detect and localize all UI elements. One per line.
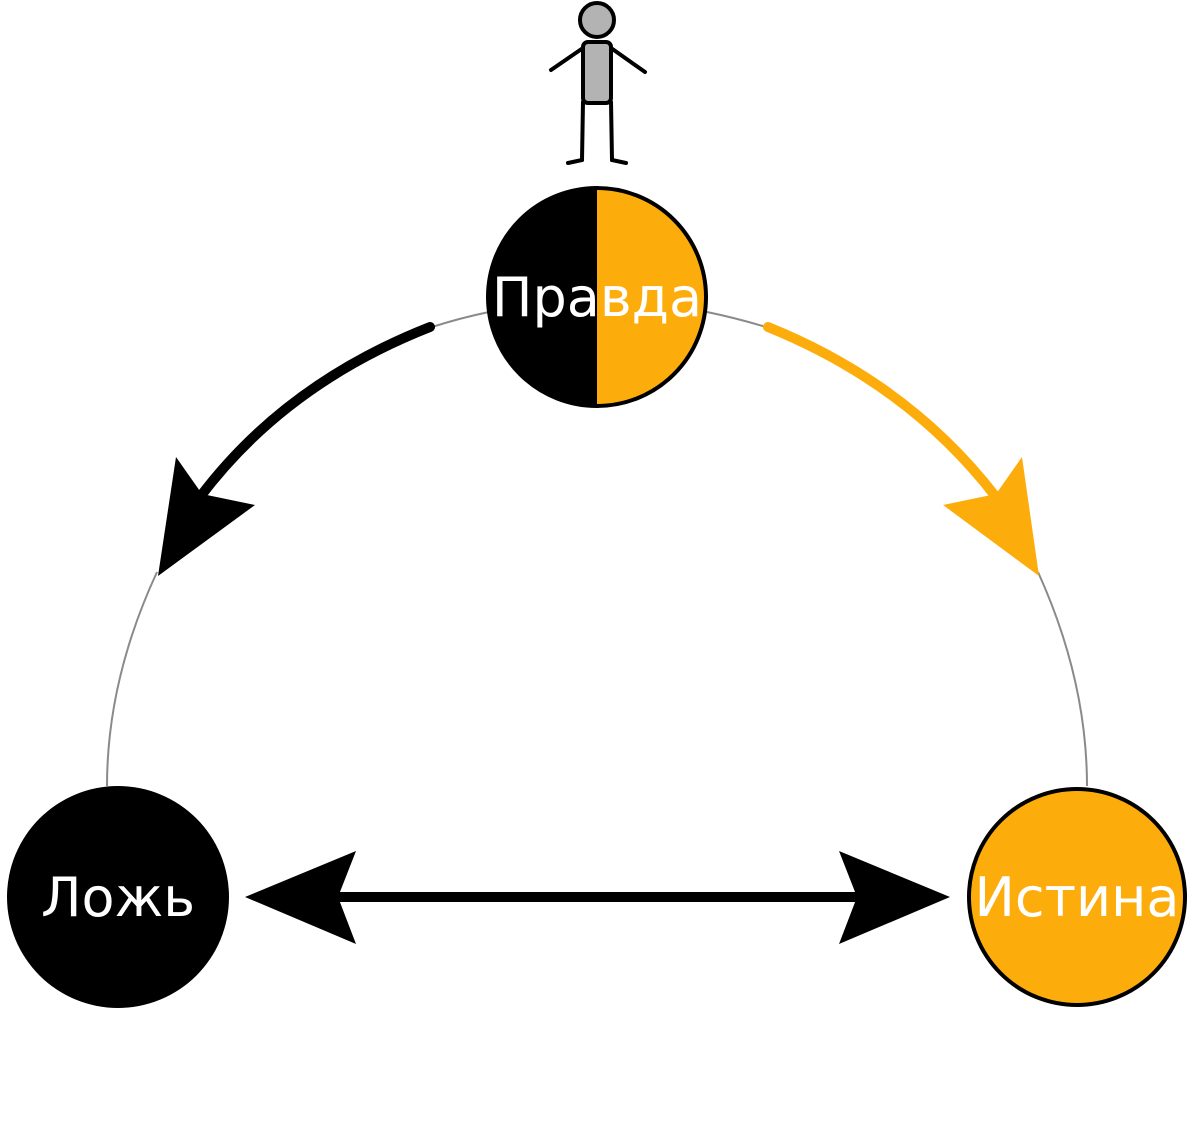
person-arm-left	[549, 46, 585, 72]
person-leg-right	[609, 100, 614, 162]
guide-arc-top-left	[431, 311, 490, 328]
arrow-to-lozh-shaft	[195, 322, 435, 502]
node-lozh: Ложь	[7, 786, 229, 1008]
person-foot-left	[566, 158, 584, 165]
person-foot-right	[610, 158, 628, 165]
node-istina: Истина	[967, 787, 1187, 1007]
person-leg-left	[580, 100, 585, 162]
person-body	[581, 40, 613, 105]
person-head	[578, 1, 616, 39]
node-pravda: Правда	[486, 186, 708, 408]
node-pravda-left-half	[488, 188, 597, 406]
node-lozh-label: Ложь	[41, 866, 195, 929]
arrow-to-lozh-head	[158, 457, 255, 576]
person-icon	[549, 1, 647, 165]
node-pravda-outline	[486, 186, 708, 408]
arrow-to-istina-head	[943, 457, 1039, 576]
node-istina-circle	[967, 787, 1187, 1007]
double-arrow	[245, 851, 950, 944]
guide-arc-left	[106, 571, 158, 787]
double-arrow-left-head	[245, 851, 356, 944]
node-lozh-circle	[7, 786, 229, 1008]
arrow-to-lozh	[158, 322, 435, 576]
node-istina-label: Истина	[974, 866, 1179, 929]
guide-arc-top-right	[706, 311, 767, 328]
guide-arc-right	[1037, 571, 1088, 787]
arrow-to-istina-shaft	[763, 322, 1001, 502]
double-arrow-right-head	[839, 851, 950, 944]
guide-arcs	[106, 311, 1088, 787]
person-arm-right	[609, 46, 647, 74]
node-pravda-label: Правда	[492, 266, 702, 329]
arrow-to-istina	[763, 322, 1039, 576]
node-pravda-right-half	[597, 188, 706, 406]
